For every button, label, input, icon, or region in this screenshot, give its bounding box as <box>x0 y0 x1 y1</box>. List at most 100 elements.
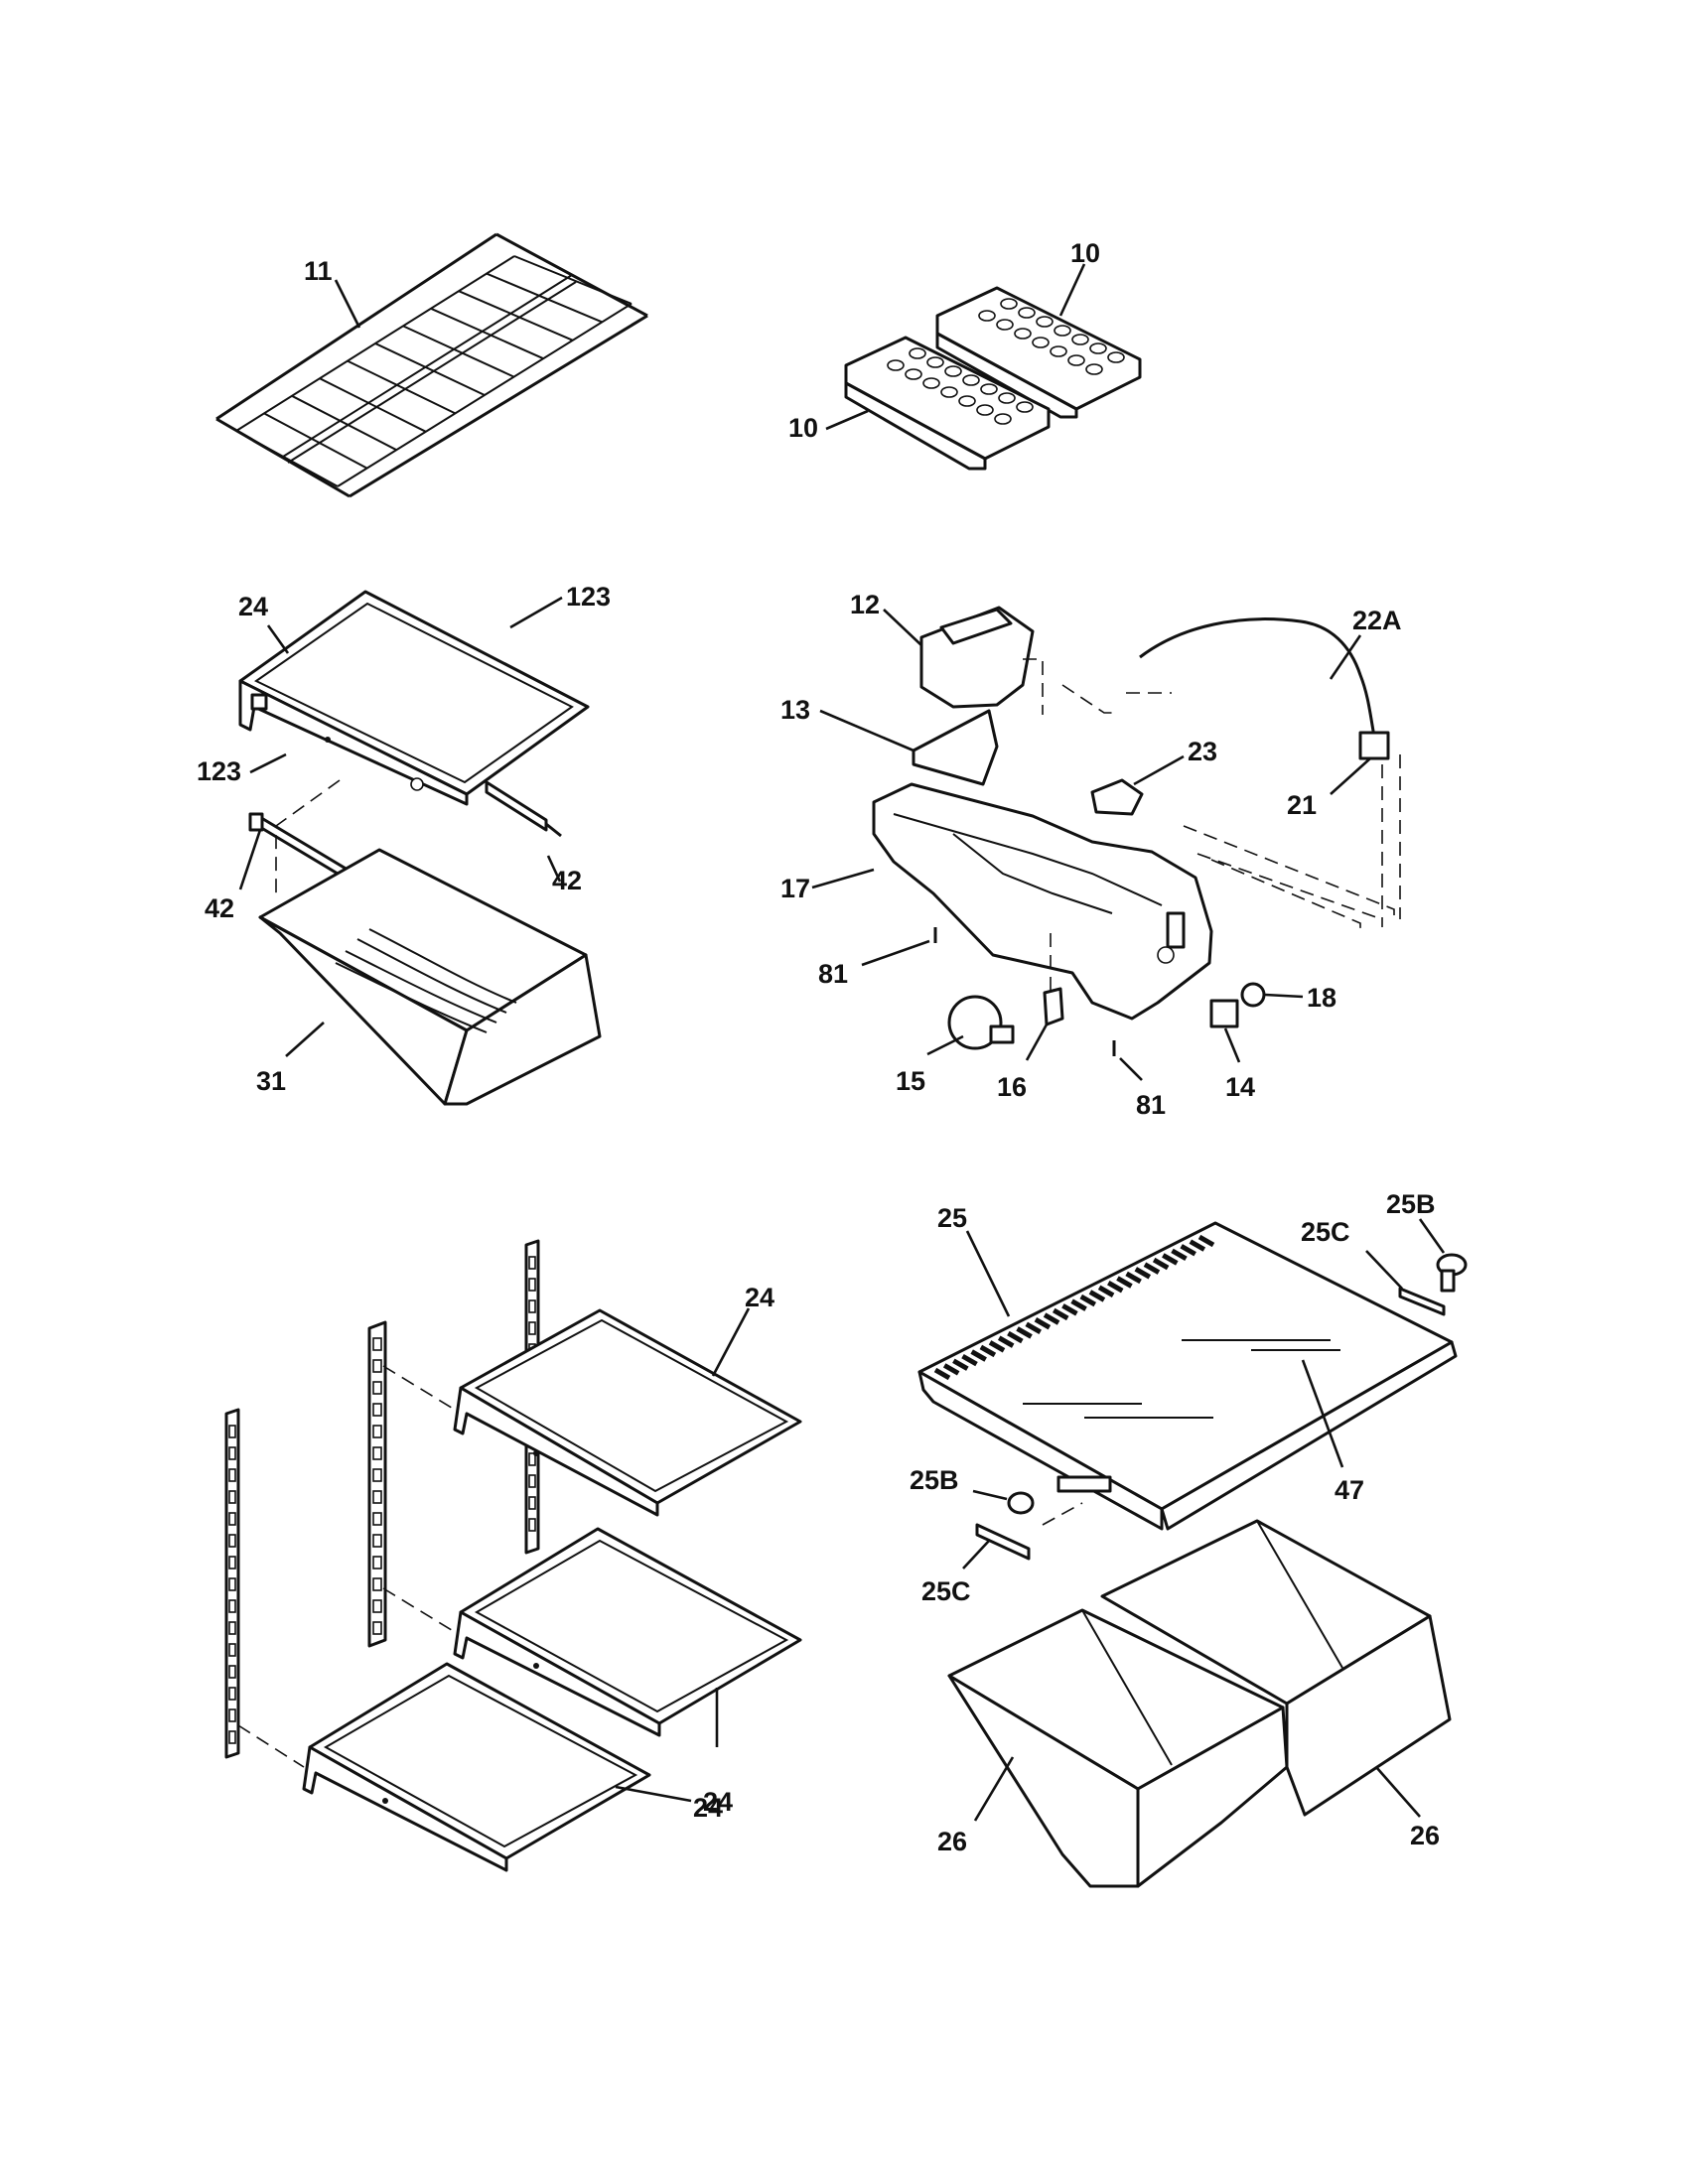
grille-slot <box>1162 1253 1179 1266</box>
grille-slot <box>1097 1285 1115 1297</box>
shelf-rod <box>513 255 633 305</box>
tray-cell <box>940 386 958 398</box>
shelf-rod <box>235 430 339 487</box>
grille-slot <box>1116 1276 1133 1289</box>
grille-slot <box>997 1335 1015 1348</box>
ice-tray-rear <box>935 286 1142 419</box>
tray-cell <box>1000 298 1018 310</box>
shelf-rod <box>347 359 456 415</box>
rail-slot <box>372 1425 382 1438</box>
rail-slot <box>228 1446 236 1460</box>
shelf-rail-middle <box>367 1320 387 1648</box>
grille-slot <box>1180 1244 1196 1257</box>
rail-slot <box>228 1556 236 1570</box>
grille-slot <box>1007 1330 1024 1344</box>
tray-cell <box>887 359 905 371</box>
rail-slot <box>228 1665 236 1679</box>
rail-slot <box>528 1474 536 1488</box>
label-25b-right: 25B <box>1386 1189 1436 1219</box>
rail-slot <box>228 1534 236 1548</box>
grille-slot <box>979 1344 997 1358</box>
cover-knob-right <box>1436 1253 1468 1293</box>
label-42-right: 42 <box>552 866 582 895</box>
crisper-pan-left <box>947 1608 1289 1888</box>
label-15: 15 <box>896 1066 925 1096</box>
rail-slot <box>372 1599 382 1613</box>
grille-slot <box>1088 1290 1106 1302</box>
tray-cell <box>1014 328 1032 340</box>
tray-cell <box>958 395 976 407</box>
glass-shelf-top <box>238 590 590 806</box>
label-31: 31 <box>256 1066 286 1096</box>
label-23: 23 <box>1188 737 1217 766</box>
rail-slot <box>228 1687 236 1701</box>
grille-slot <box>1053 1307 1069 1321</box>
crisper-pan-right <box>1100 1519 1452 1817</box>
tray-cell <box>926 356 944 368</box>
rail-slot <box>528 1452 536 1466</box>
label-24-middle: 24 <box>703 1787 733 1817</box>
ice-tray-front <box>844 336 1051 471</box>
tray-cell <box>998 392 1016 404</box>
grille-slot <box>1152 1257 1170 1271</box>
label-24-lower: 24 <box>693 1793 723 1823</box>
label-26-left: 26 <box>937 1827 967 1856</box>
light-bulb <box>947 995 1015 1050</box>
tray-cell <box>962 374 980 386</box>
shelf-track-right <box>485 780 562 838</box>
label-81-lower: 81 <box>1136 1090 1166 1120</box>
rail-slot <box>228 1490 236 1504</box>
rail-slot <box>372 1534 382 1548</box>
rail-slot <box>372 1337 382 1351</box>
label-81-upper: 81 <box>818 959 848 989</box>
tray-cell <box>978 310 996 322</box>
label-123-upper: 123 <box>566 582 611 612</box>
label-25: 25 <box>937 1203 967 1233</box>
rail-slot <box>372 1490 382 1504</box>
shelf-rod <box>291 394 397 452</box>
grille-slot <box>1143 1262 1161 1275</box>
rail-slot <box>528 1321 536 1335</box>
switch <box>1209 999 1239 1028</box>
rail-slot <box>228 1621 236 1635</box>
label-10-rear: 10 <box>1070 238 1100 268</box>
cover-bracket-right <box>1398 1287 1446 1316</box>
label-16: 16 <box>997 1072 1027 1102</box>
shelf-rod <box>402 325 515 378</box>
grille-slot <box>1107 1281 1124 1294</box>
glass-shelf-upper <box>382 1308 802 1517</box>
label-10-front: 10 <box>788 413 818 443</box>
rail-slot <box>372 1446 382 1460</box>
label-26-right: 26 <box>1410 1821 1440 1850</box>
rail-slot <box>528 1256 536 1270</box>
tray-cell <box>1050 345 1067 357</box>
grille-slot <box>1171 1248 1188 1262</box>
shelf-rod <box>486 272 603 324</box>
grille-slot <box>933 1367 951 1381</box>
tray-cell <box>1067 354 1085 366</box>
rail-slot <box>372 1403 382 1417</box>
label-25b-left: 25B <box>910 1465 959 1495</box>
tray-cell <box>1071 334 1089 345</box>
label-18: 18 <box>1307 983 1336 1013</box>
label-22a: 22A <box>1352 606 1402 635</box>
grille-slot <box>1079 1294 1096 1307</box>
shelf-rod <box>374 342 486 396</box>
glass-shelf-middle <box>382 1527 802 1737</box>
grille-slot <box>988 1340 1006 1353</box>
shelf-rod <box>263 412 368 470</box>
leader-lines <box>238 263 1446 1822</box>
tray-cell <box>944 365 962 377</box>
rail-slot <box>372 1468 382 1482</box>
rail-slot <box>228 1425 236 1438</box>
cover-knob-left <box>1007 1491 1035 1515</box>
tray-cell <box>980 383 998 395</box>
rail-slot <box>228 1643 236 1657</box>
shelf-rod <box>458 290 574 341</box>
grille-slot <box>942 1363 960 1376</box>
chute-flap <box>912 709 999 786</box>
tray-cell <box>1016 401 1034 413</box>
label-25c-left: 25C <box>921 1576 971 1606</box>
dispenser-housing <box>872 782 1213 1021</box>
rail-slot <box>228 1468 236 1482</box>
